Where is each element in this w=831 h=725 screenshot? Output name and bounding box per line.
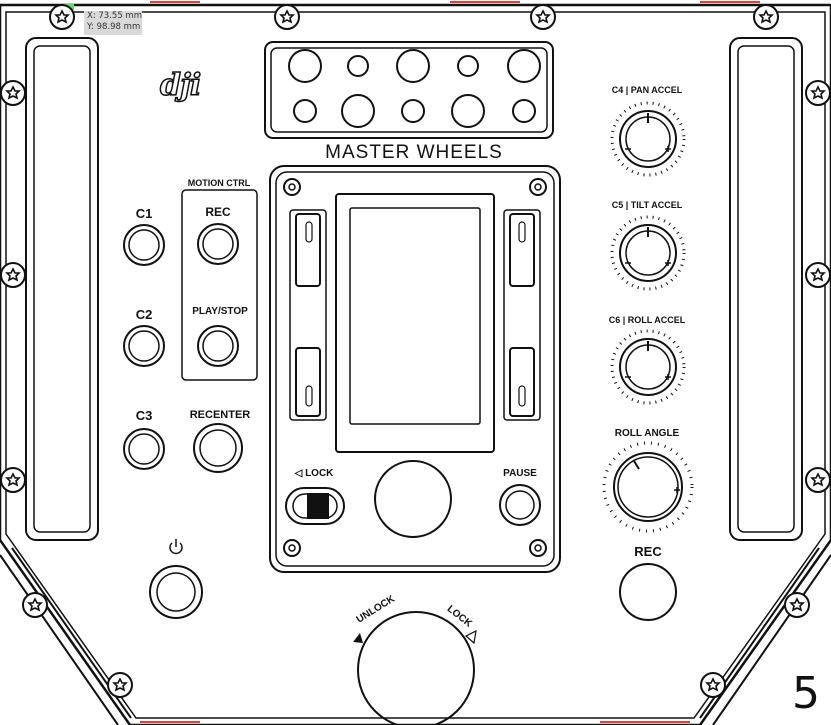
screw-icon xyxy=(50,5,74,29)
play-stop-label: PLAY/STOP xyxy=(192,307,248,317)
screw-icon xyxy=(806,263,830,287)
screw-icon xyxy=(275,5,299,29)
screw-icon xyxy=(108,673,132,697)
screw-icon xyxy=(785,593,809,617)
screw-icon xyxy=(531,5,555,29)
page-number: 5 xyxy=(792,668,820,719)
c4-pan-accel-label: C4 | PAN ACCEL xyxy=(612,86,683,95)
c3-label: C3 xyxy=(136,409,153,422)
recenter-label: RECENTER xyxy=(190,410,251,421)
c1-label: C1 xyxy=(136,207,153,220)
screw-icon xyxy=(1,468,25,492)
coordinate-readout: X: 73.55 mm Y: 98.98 mm xyxy=(84,11,142,35)
screw-icon xyxy=(806,468,830,492)
lock-switch-label: ◁ LOCK xyxy=(295,469,334,479)
screw-icon xyxy=(284,179,300,195)
screw-icon xyxy=(530,179,546,195)
c5-tilt-accel-label: C5 | TILT ACCEL xyxy=(612,201,683,210)
screw-icon xyxy=(284,540,300,556)
motion-ctrl-label: MOTION CTRL xyxy=(188,179,251,188)
screw-icon xyxy=(530,540,546,556)
c2-label: C2 xyxy=(136,308,153,321)
screw-icon xyxy=(701,673,725,697)
rec-main-label: REC xyxy=(634,545,661,558)
rec-small-label: REC xyxy=(205,206,230,218)
screw-icon xyxy=(806,81,830,105)
c6-roll-accel-label: C6 | ROLL ACCEL xyxy=(609,316,686,325)
screw-icon xyxy=(23,593,47,617)
screw-icon xyxy=(1,263,25,287)
screw-icon xyxy=(1,81,25,105)
readout-y: Y: 98.98 mm xyxy=(87,22,142,33)
readout-x: X: 73.55 mm xyxy=(87,11,142,22)
screw-icon xyxy=(754,5,778,29)
brand-logo: dji xyxy=(160,68,200,103)
pause-label: PAUSE xyxy=(503,469,537,479)
roll-angle-label: ROLL ANGLE xyxy=(615,429,679,439)
master-wheels-title: MASTER WHEELS xyxy=(325,143,503,162)
